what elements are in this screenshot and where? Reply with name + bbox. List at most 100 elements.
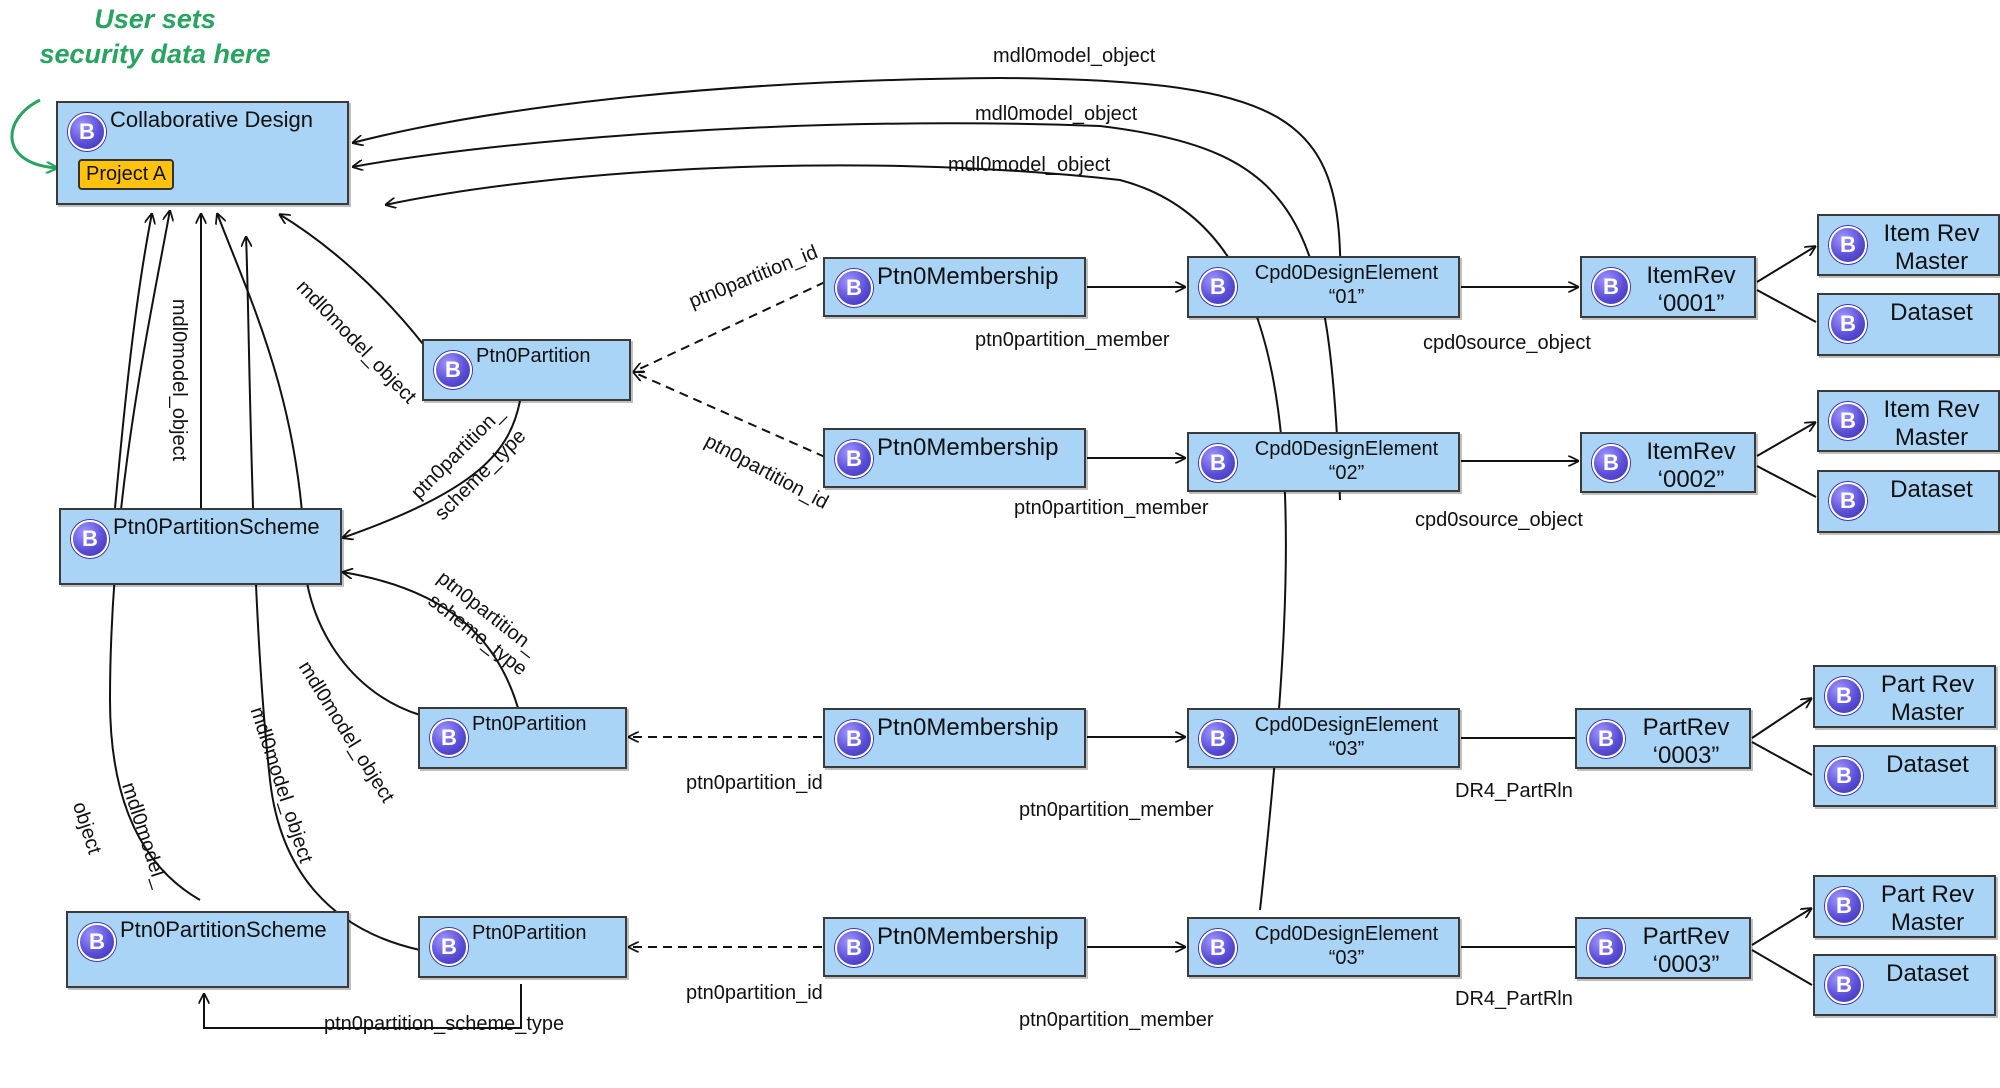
node-title: Ptn0Partition <box>476 345 591 367</box>
edge-label-pm3: ptn0partition_member <box>1019 799 1214 821</box>
b-badge-icon: B <box>1825 887 1863 925</box>
edge-pst1 <box>342 400 521 538</box>
b-badge-icon: B <box>430 719 468 757</box>
node-line-1: Item Rev <box>1883 396 1980 423</box>
node-title: Ptn0Partition <box>472 713 587 735</box>
edge-rev3-dataset <box>1751 741 1813 776</box>
edge-label-dr1: DR4_PartRln <box>1455 780 1573 802</box>
edge-pst3 <box>204 984 522 1029</box>
node-line-2: “03” <box>1328 737 1365 760</box>
node-line-1: ItemRev <box>1646 438 1736 465</box>
node-line-1: Cpd0DesignElement <box>1254 714 1439 736</box>
edge-rev2-dataset <box>1756 465 1817 498</box>
item-rev-node-1[interactable]: B ItemRev ‘0001” <box>1580 256 1756 318</box>
item-rev-node-2[interactable]: B ItemRev ‘0002” <box>1580 432 1756 493</box>
node-title: Dataset <box>1890 476 1973 503</box>
node-line-2: ‘0001” <box>1657 290 1725 318</box>
node-title: PartRev ‘0003” <box>1629 923 1743 980</box>
part-rev-node-2[interactable]: B PartRev ‘0003” <box>1575 917 1751 979</box>
edge-label-mdl-scheme1: mdl0model_object <box>168 298 191 462</box>
edge-rev1-dataset <box>1756 289 1817 323</box>
edge-pid2 <box>633 372 826 458</box>
b-badge-icon: B <box>1829 482 1867 520</box>
partition-scheme-node-2[interactable]: B Ptn0PartitionScheme <box>66 911 349 988</box>
design-element-node-2[interactable]: B Cpd0DesignElement “02” <box>1187 432 1460 492</box>
membership-node-2[interactable]: B Ptn0Membership <box>823 428 1086 488</box>
b-badge-icon: B <box>71 520 109 558</box>
b-badge-icon: B <box>68 113 106 151</box>
b-badge-icon: B <box>1199 720 1237 758</box>
node-line-2: ‘0003” <box>1652 951 1720 979</box>
design-element-node-1[interactable]: B Cpd0DesignElement “01” <box>1187 256 1460 318</box>
security-note: User sets security data here <box>10 2 300 72</box>
b-badge-icon: B <box>1825 757 1863 795</box>
node-title: Cpd0DesignElement “01” <box>1241 262 1452 309</box>
b-badge-icon: B <box>1199 444 1237 482</box>
edge-rev4-master <box>1751 908 1812 946</box>
b-badge-icon: B <box>1592 268 1630 306</box>
item-rev-master-node-1[interactable]: B Item Rev Master <box>1817 214 2000 276</box>
edge-label-mdl-top3: mdl0model_object <box>948 154 1111 176</box>
edge-label-mdl-top1: mdl0model_object <box>993 45 1156 67</box>
b-badge-icon: B <box>835 720 873 758</box>
node-title: ItemRev ‘0002” <box>1634 438 1748 495</box>
node-line-2: Master <box>1894 424 1969 452</box>
partition-node-3[interactable]: B Ptn0Partition <box>418 916 627 978</box>
dataset-node-1[interactable]: B Dataset <box>1817 293 2000 356</box>
node-line-1: Part Rev <box>1880 671 1975 698</box>
node-line-1: Cpd0DesignElement <box>1254 923 1439 945</box>
node-title: PartRev ‘0003” <box>1629 714 1743 771</box>
b-badge-icon: B <box>835 929 873 967</box>
edge-rev4-dataset <box>1751 949 1813 986</box>
node-title: Item Rev Master <box>1871 396 1992 453</box>
b-badge-icon: B <box>1587 720 1625 758</box>
node-line-2: Master <box>1890 909 1965 937</box>
edge-label-pm4: ptn0partition_member <box>1019 1009 1214 1031</box>
b-badge-icon: B <box>1592 444 1630 482</box>
edge-rev1-master <box>1756 246 1816 283</box>
design-element-node-3[interactable]: B Cpd0DesignElement “03” <box>1187 708 1460 768</box>
b-badge-icon: B <box>1829 305 1867 343</box>
node-line-1: Cpd0DesignElement <box>1254 438 1439 460</box>
partition-node-1[interactable]: B Ptn0Partition <box>422 339 631 401</box>
node-line-1: PartRev <box>1642 714 1730 741</box>
node-title: Cpd0DesignElement “03” <box>1241 923 1452 970</box>
node-line-2: Master <box>1890 699 1965 727</box>
node-line-1: Item Rev <box>1883 220 1980 247</box>
node-title: Ptn0PartitionScheme <box>113 514 320 539</box>
node-line-2: “01” <box>1328 285 1365 308</box>
partition-node-2[interactable]: B Ptn0Partition <box>418 707 627 769</box>
edge-label-dr2: DR4_PartRln <box>1455 988 1573 1010</box>
collaborative-design-node[interactable]: B Collaborative Design Project A <box>56 101 349 205</box>
edge-label-pm1: ptn0partition_member <box>975 329 1170 351</box>
note-line-2: security data here <box>39 39 271 70</box>
b-badge-icon: B <box>1825 966 1863 1004</box>
design-element-node-4[interactable]: B Cpd0DesignElement “03” <box>1187 917 1460 977</box>
part-rev-master-node-2[interactable]: B Part Rev Master <box>1813 875 1996 938</box>
node-title: Ptn0Membership <box>877 923 1059 950</box>
b-badge-icon: B <box>835 269 873 307</box>
membership-node-3[interactable]: B Ptn0Membership <box>823 708 1086 768</box>
project-tag[interactable]: Project A <box>78 159 175 190</box>
part-rev-master-node-1[interactable]: B Part Rev Master <box>1813 665 1996 728</box>
node-line-1: Part Rev <box>1880 881 1975 908</box>
node-line-1: ItemRev <box>1646 262 1736 289</box>
part-rev-node-1[interactable]: B PartRev ‘0003” <box>1575 708 1751 769</box>
node-title: ItemRev ‘0001” <box>1634 262 1748 319</box>
dataset-node-4[interactable]: B Dataset <box>1813 954 1996 1016</box>
dataset-node-3[interactable]: B Dataset <box>1813 745 1996 807</box>
edge-partition1-collab <box>279 214 424 345</box>
item-rev-master-node-2[interactable]: B Item Rev Master <box>1817 390 2000 452</box>
b-badge-icon: B <box>1829 402 1867 440</box>
node-title: Ptn0Partition <box>472 922 587 944</box>
node-title: Cpd0DesignElement “02” <box>1241 438 1452 485</box>
dataset-node-2[interactable]: B Dataset <box>1817 470 2000 533</box>
edge-label-pst3: ptn0partition_scheme_type <box>324 1013 565 1035</box>
note-arrow <box>10 98 58 168</box>
edge-pid1 <box>633 281 826 372</box>
partition-scheme-node-1[interactable]: B Ptn0PartitionScheme <box>59 508 342 585</box>
membership-node-4[interactable]: B Ptn0Membership <box>823 917 1086 977</box>
node-title: Dataset <box>1886 751 1969 778</box>
membership-node-1[interactable]: B Ptn0Membership <box>823 257 1086 317</box>
